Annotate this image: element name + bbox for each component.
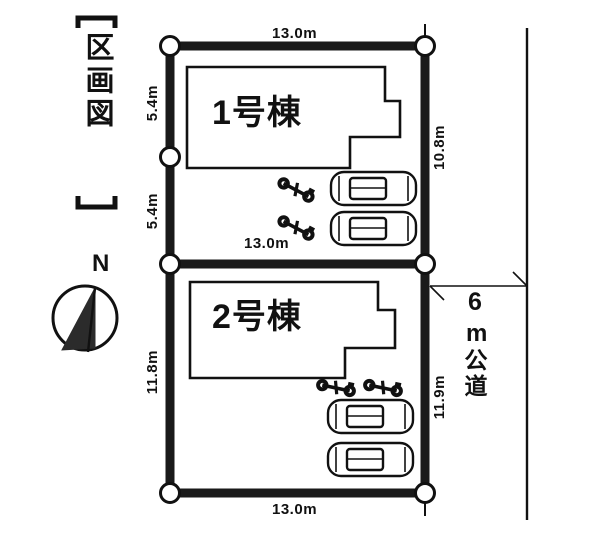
bracket-top <box>75 15 118 28</box>
road-group <box>429 28 529 520</box>
survey-point-se <box>414 482 436 504</box>
plot-2-car-1 <box>326 398 415 435</box>
plot-1-bicycle-1 <box>277 177 316 203</box>
survey-point-group <box>159 35 436 504</box>
survey-point-nw <box>159 35 181 57</box>
dimension-right-bottom: 11.9m <box>431 375 448 420</box>
bicycle-handlebar <box>308 225 316 232</box>
north-arrow-icon <box>51 284 119 353</box>
building-2-outline <box>188 280 397 380</box>
bicycle-seat-post <box>293 182 300 197</box>
dimension-top: 13.0m <box>272 25 318 42</box>
dimension-middle: 13.0m <box>244 235 290 252</box>
survey-point-ne <box>414 35 436 57</box>
dimension-bottom: 13.0m <box>272 501 318 518</box>
bicycle-handlebar <box>308 187 316 194</box>
building-1-outline <box>185 65 402 170</box>
survey-point-e-divider <box>414 253 436 275</box>
bicycle-handlebar <box>347 381 355 387</box>
road-unit-label: m <box>466 320 488 347</box>
plot-1-car-2 <box>329 210 418 247</box>
building-2-label: 2号棟 <box>212 298 302 336</box>
road-type-label: 公道 <box>461 348 487 400</box>
plot-2-car-2 <box>326 441 415 478</box>
bicycle-seat-post <box>333 380 339 395</box>
plot-2-bicycle-1 <box>316 378 356 398</box>
bicycle-seat-post <box>293 220 300 235</box>
title-brackets <box>75 15 118 210</box>
bicycle-handlebar <box>394 381 402 387</box>
dimension-left-top: 5.4m <box>144 85 161 122</box>
survey-point-w-divider <box>159 253 181 275</box>
survey-point-w-mid-upper <box>159 146 181 168</box>
road-width-label: 6 <box>468 288 483 316</box>
building-1-label: 1号棟 <box>212 94 302 132</box>
plot-2-bicycle-2 <box>363 378 403 398</box>
dimension-right-top: 10.8m <box>431 125 448 171</box>
diagram-title: 区画図 <box>81 32 113 131</box>
dimension-left-bottom: 11.8m <box>144 350 161 395</box>
plot-1-bicycle-2 <box>277 215 316 241</box>
bicycle-seat-post <box>380 380 386 395</box>
survey-point-sw <box>159 482 181 504</box>
dimension-left-mid: 5.4m <box>144 193 161 230</box>
road-width-arrow-head-right <box>512 271 528 287</box>
compass-north-label: N <box>92 250 110 277</box>
bracket-bottom <box>75 196 118 210</box>
road-width-arrow-head-left <box>429 285 445 301</box>
plot-1-car-1 <box>329 170 418 207</box>
